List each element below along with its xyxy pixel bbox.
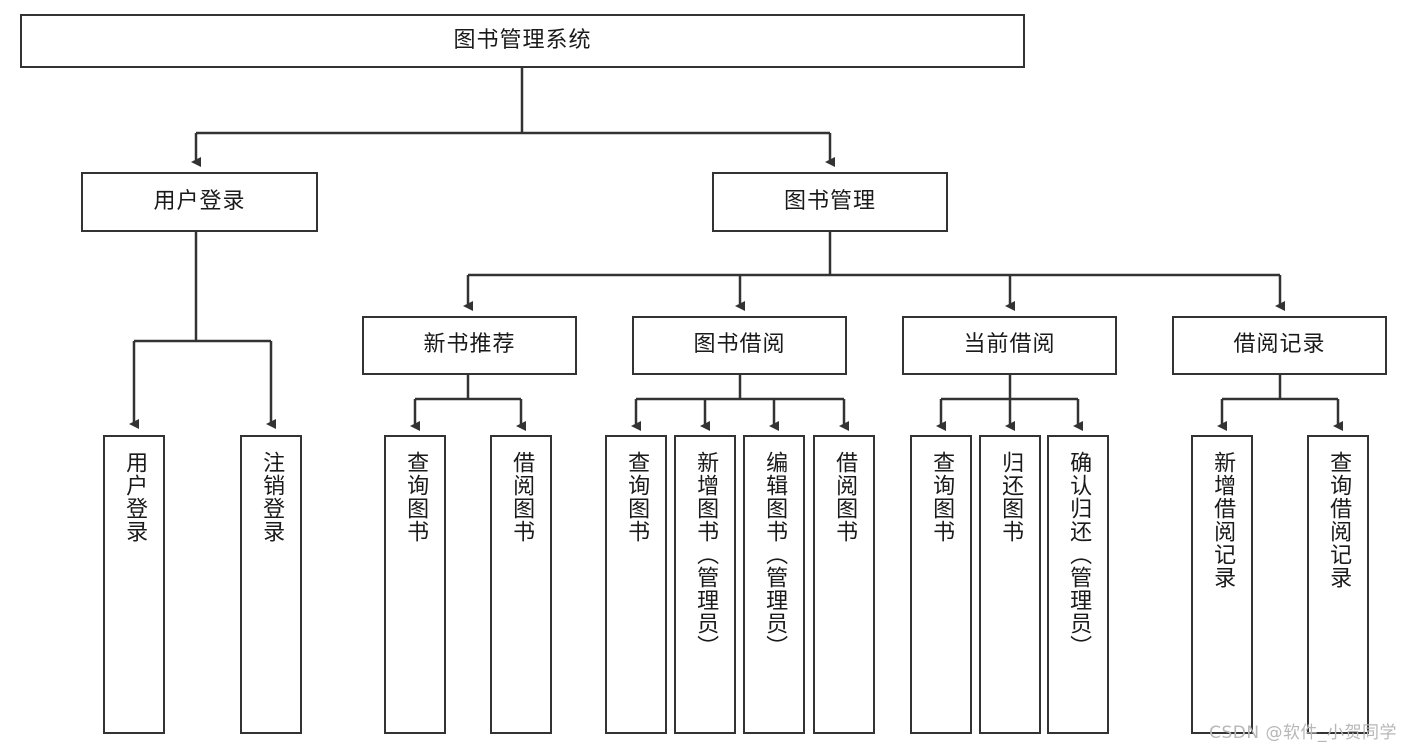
node-leaf-edit-book-label: 编辑图书（管理员） — [762, 451, 788, 658]
node-leaf-add-record[interactable]: 新增借阅记录 — [1191, 435, 1253, 734]
node-leaf-borrow-book-1[interactable]: 借阅图书 — [490, 435, 552, 734]
node-current-borrow[interactable]: 当前借阅 — [902, 316, 1117, 375]
node-book-borrow-label: 图书借阅 — [693, 332, 786, 358]
node-borrow-record[interactable]: 借阅记录 — [1172, 316, 1387, 375]
node-current-borrow-label: 当前借阅 — [963, 332, 1056, 358]
node-leaf-query-record[interactable]: 查询借阅记录 — [1307, 435, 1369, 734]
node-book-management-label: 图书管理 — [783, 188, 876, 214]
node-leaf-query-book-1[interactable]: 查询图书 — [384, 435, 446, 734]
node-leaf-borrow-book-2[interactable]: 借阅图书 — [813, 435, 875, 734]
node-leaf-user-login[interactable]: 用户登录 — [103, 435, 165, 734]
node-user-login-label: 用户登录 — [153, 188, 246, 214]
node-leaf-query-book-3[interactable]: 查询图书 — [910, 435, 972, 734]
node-leaf-edit-book[interactable]: 编辑图书（管理员） — [743, 435, 805, 734]
node-new-book-recommend[interactable]: 新书推荐 — [362, 316, 577, 375]
node-leaf-confirm-return[interactable]: 确认归还（管理员） — [1047, 435, 1109, 734]
node-root-label: 图书管理系统 — [453, 27, 592, 53]
node-leaf-query-book-1-label: 查询图书 — [403, 451, 429, 543]
node-leaf-query-record-label: 查询借阅记录 — [1326, 451, 1352, 589]
watermark-text: CSDN @软件_小贺同学 — [1209, 723, 1397, 743]
node-user-login[interactable]: 用户登录 — [81, 172, 318, 232]
node-leaf-return-book-label: 归还图书 — [998, 451, 1024, 543]
node-root[interactable]: 图书管理系统 — [20, 14, 1025, 68]
node-borrow-record-label: 借阅记录 — [1233, 332, 1326, 358]
node-new-book-recommend-label: 新书推荐 — [423, 332, 516, 358]
node-leaf-query-book-2[interactable]: 查询图书 — [605, 435, 667, 734]
node-leaf-user-login-label: 用户登录 — [122, 451, 148, 543]
node-book-management[interactable]: 图书管理 — [712, 172, 948, 232]
node-leaf-query-book-2-label: 查询图书 — [624, 451, 650, 543]
node-leaf-add-book-label: 新增图书（管理员） — [693, 451, 719, 658]
node-leaf-user-logout[interactable]: 注销登录 — [240, 435, 302, 734]
node-leaf-query-book-3-label: 查询图书 — [929, 451, 955, 543]
node-leaf-borrow-book-2-label: 借阅图书 — [832, 451, 858, 543]
node-leaf-add-record-label: 新增借阅记录 — [1210, 451, 1236, 589]
node-leaf-user-logout-label: 注销登录 — [259, 451, 285, 543]
node-leaf-borrow-book-1-label: 借阅图书 — [509, 451, 535, 543]
node-leaf-return-book[interactable]: 归还图书 — [979, 435, 1041, 734]
node-book-borrow[interactable]: 图书借阅 — [632, 316, 847, 375]
node-leaf-confirm-return-label: 确认归还（管理员） — [1066, 451, 1092, 658]
node-leaf-add-book[interactable]: 新增图书（管理员） — [674, 435, 736, 734]
